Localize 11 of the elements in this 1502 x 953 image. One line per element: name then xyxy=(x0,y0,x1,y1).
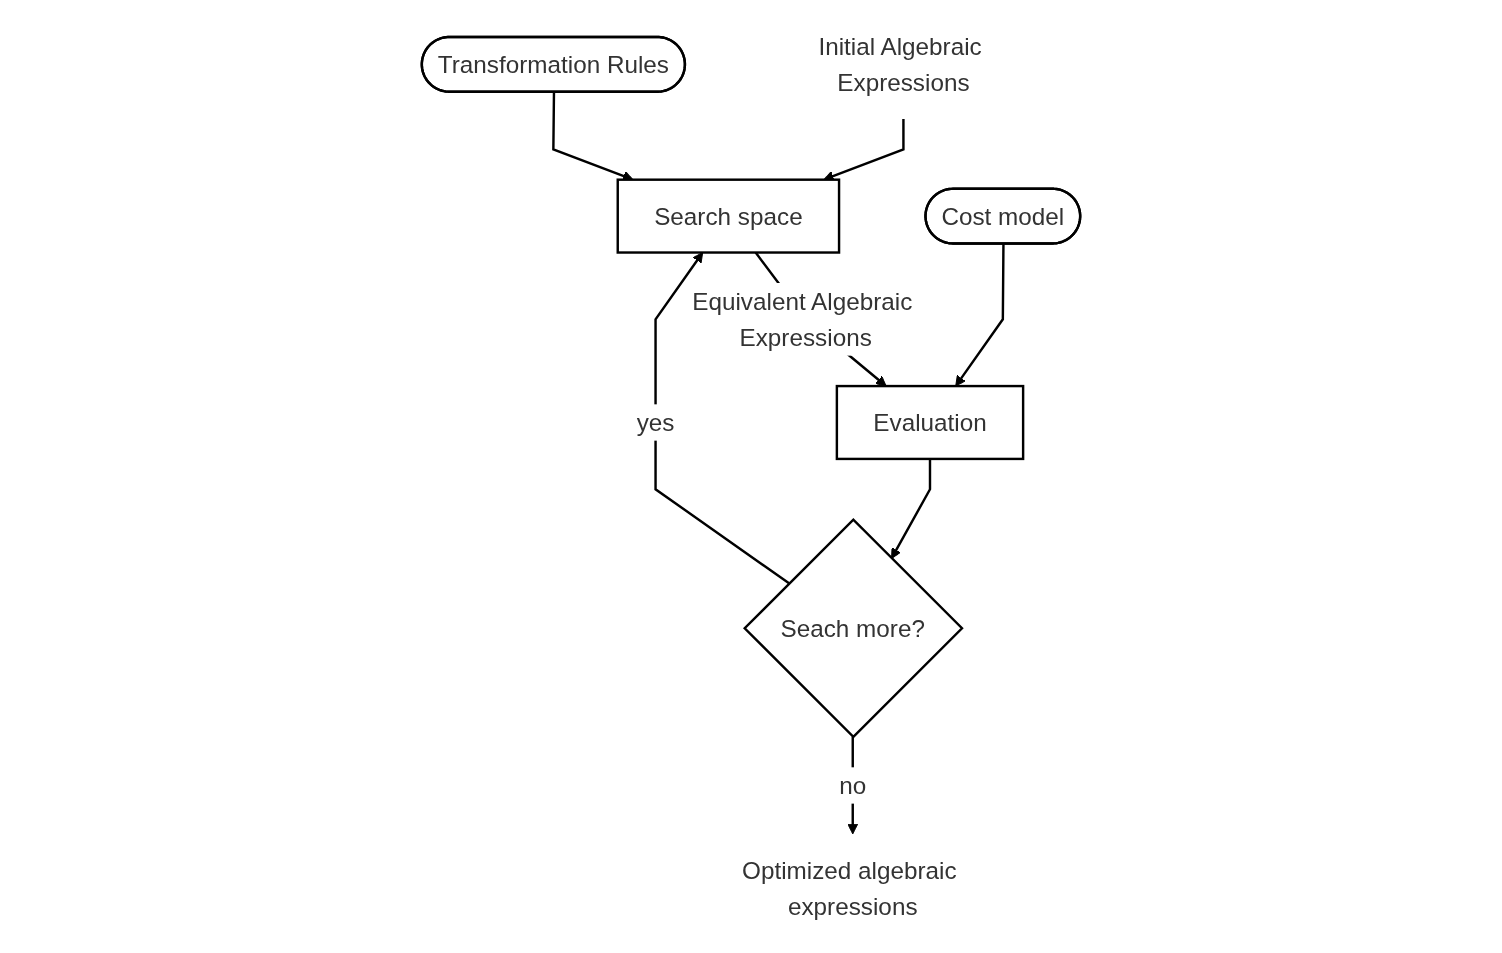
node-text: Initial Algebraic Expressions xyxy=(818,32,982,96)
arrow xyxy=(654,252,790,585)
node-box: Evaluation xyxy=(835,384,1025,461)
edge-label: Equivalent Algebraic Expressions xyxy=(692,287,913,351)
node-box: Search space xyxy=(616,178,841,254)
arrow xyxy=(891,458,932,559)
node-text: Optimized algebraic expressions xyxy=(742,857,957,921)
edge-label: no xyxy=(839,772,867,799)
node-diamond: Seach more? xyxy=(743,517,964,739)
edge-label: yes xyxy=(636,409,675,436)
arrow xyxy=(955,244,1005,387)
